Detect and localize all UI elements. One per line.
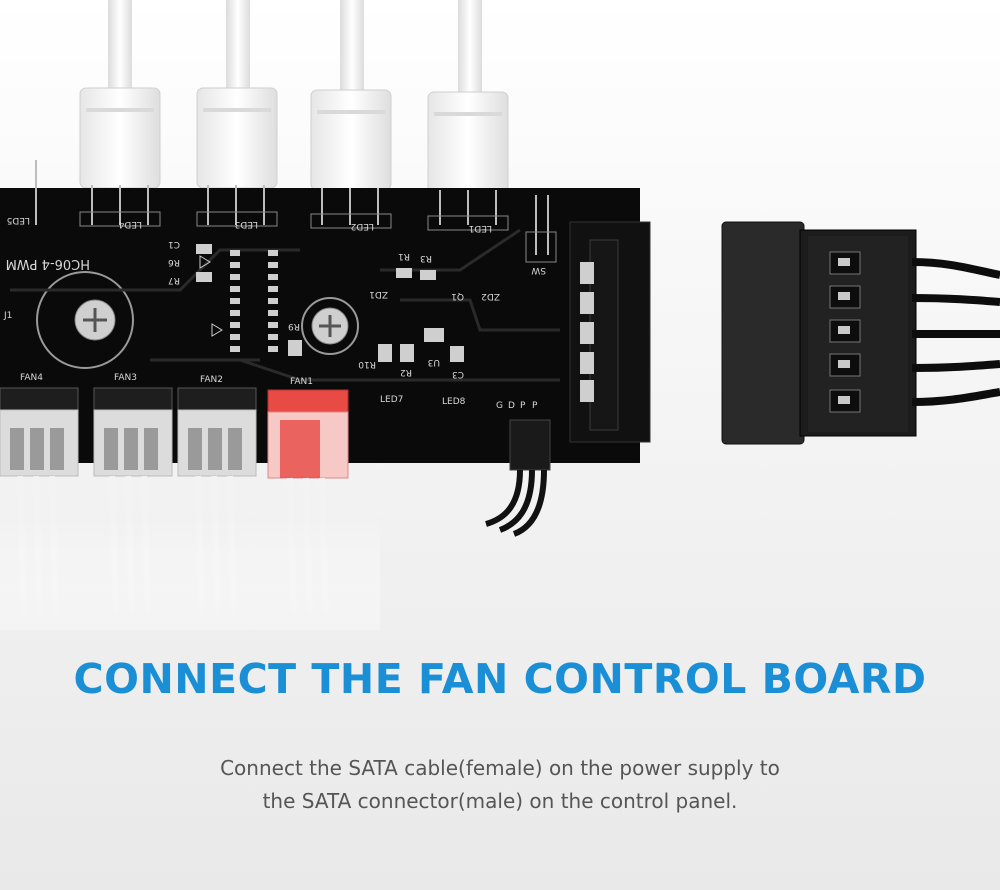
mount-hole-right bbox=[301, 297, 359, 355]
led4-plug bbox=[79, 87, 161, 189]
description-line-1: Connect the SATA cable(female) on the po… bbox=[220, 756, 780, 780]
silk-zd1: ZD1 bbox=[369, 289, 388, 299]
silk-r2: R2 bbox=[400, 367, 412, 377]
silk-c3: C3 bbox=[452, 369, 464, 379]
sata-wires bbox=[911, 258, 1000, 406]
mount-hole-left bbox=[36, 271, 134, 369]
silk-q1: Q1 bbox=[451, 291, 464, 301]
fan-connectors bbox=[0, 387, 380, 630]
triangle-marker-icon bbox=[199, 255, 211, 269]
silk-r6: R6 bbox=[168, 257, 180, 267]
silk-fan1: FAN1 bbox=[290, 377, 313, 387]
silk-r10: R10 bbox=[358, 359, 376, 369]
led-cable-group bbox=[79, 0, 509, 193]
silk-r1: R1 bbox=[398, 251, 410, 261]
silk-c1: C1 bbox=[168, 239, 180, 249]
description-line-2: the SATA connector(male) on the control … bbox=[262, 789, 738, 813]
led1-cable bbox=[458, 0, 482, 95]
silk-pin-d: D bbox=[508, 401, 515, 411]
silk-u3: U3 bbox=[428, 357, 440, 367]
pwm-cable bbox=[485, 419, 551, 537]
silk-sw: SW bbox=[531, 265, 546, 275]
silk-led8: LED8 bbox=[442, 397, 466, 407]
led3-plug bbox=[196, 87, 278, 189]
sata-connector-body bbox=[721, 221, 805, 445]
silk-led7: LED7 bbox=[380, 395, 403, 405]
led4-cable bbox=[108, 0, 132, 95]
silk-fan2: FAN2 bbox=[200, 375, 223, 385]
led2-cable bbox=[340, 0, 364, 95]
silk-r9: R9 bbox=[288, 321, 300, 331]
led2-plug bbox=[310, 89, 392, 191]
silk-zd2: ZD2 bbox=[481, 291, 500, 301]
page-headline: CONNECT THE FAN CONTROL BOARD bbox=[73, 655, 927, 703]
silk-pin-p1: P bbox=[520, 401, 526, 411]
silk-fan3: FAN3 bbox=[114, 373, 137, 383]
silk-r3: R3 bbox=[420, 253, 432, 263]
silk-r7: R7 bbox=[168, 275, 180, 285]
silk-j1: J1 bbox=[3, 311, 12, 321]
led3-cable bbox=[226, 0, 250, 95]
silk-led5: LED5 bbox=[7, 215, 30, 225]
led1-plug bbox=[427, 91, 509, 193]
fan1-header bbox=[267, 389, 349, 415]
description-text: Connect the SATA cable(female) on the po… bbox=[0, 752, 1000, 818]
triangle-marker-icon bbox=[211, 323, 223, 337]
silk-pin-p2: P bbox=[532, 401, 538, 411]
silk-led2: LED2 bbox=[351, 221, 374, 231]
silk-led3: LED3 bbox=[235, 219, 258, 229]
silk-model: HC06-4 PWM bbox=[6, 256, 90, 271]
silk-pin-g: G bbox=[496, 401, 503, 411]
silk-led4: LED4 bbox=[118, 219, 142, 229]
sata-female-connector bbox=[721, 221, 1000, 445]
silk-led1: LED1 bbox=[469, 223, 492, 233]
silk-fan4: FAN4 bbox=[20, 373, 43, 383]
